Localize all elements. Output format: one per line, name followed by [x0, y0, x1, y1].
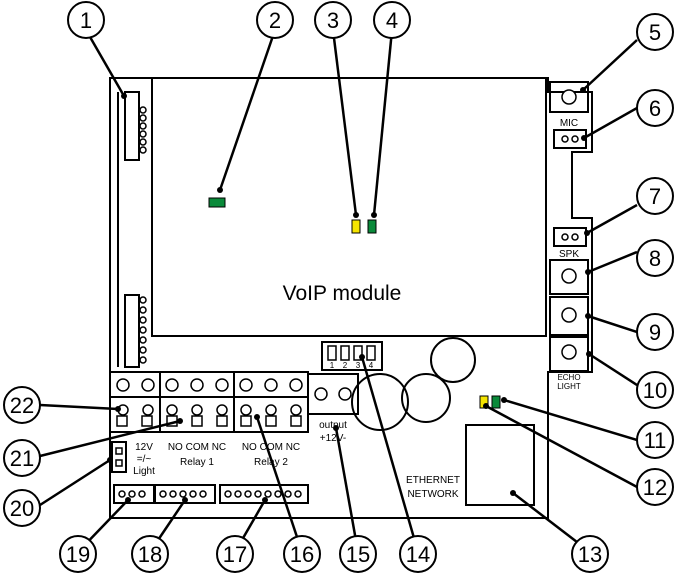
callout-11: 11	[644, 428, 667, 453]
output-label-line1: output	[319, 420, 347, 431]
capacitor-1	[430, 337, 476, 383]
callout-2: 2	[269, 8, 281, 33]
dip-number-4: 4	[369, 361, 374, 370]
output-terminal	[307, 373, 359, 415]
callout-15: 15	[346, 542, 370, 567]
ethernet-label-line2: NETWORK	[407, 489, 458, 500]
callout-10: 10	[643, 378, 667, 403]
module-label: VoIP module	[283, 282, 402, 305]
callout-20: 20	[10, 496, 34, 521]
callout-22: 22	[10, 393, 34, 418]
relay1-terminals: NO COM NC	[168, 442, 226, 453]
callout-14: 14	[406, 542, 430, 567]
output-label-line2: +12V-	[320, 433, 346, 444]
callout-1: 1	[80, 8, 92, 33]
led-3-yellow	[351, 219, 361, 234]
board-outline	[109, 77, 593, 519]
callout-18: 18	[138, 542, 162, 567]
spk-connector	[553, 227, 587, 247]
callout-21: 21	[10, 446, 34, 471]
relay-terminal-block	[109, 371, 309, 433]
relay2-terminals: NO COM NC	[242, 442, 300, 453]
light-label-line1: 12V	[135, 442, 153, 453]
voip-module	[151, 77, 547, 337]
left-header-top	[124, 91, 140, 161]
mic-label: MIC	[560, 118, 578, 129]
dip-number-2: 2	[343, 361, 348, 370]
light-jumper	[111, 441, 127, 473]
relay1-name: Relay 1	[180, 457, 214, 468]
led-11-green	[491, 395, 501, 409]
capacitor-2	[401, 373, 451, 423]
ethernet-transformer	[465, 424, 535, 506]
dip-switch	[321, 341, 383, 371]
spk-label: SPK	[559, 249, 579, 260]
callout-3: 3	[327, 8, 339, 33]
capacitor-3	[351, 373, 409, 431]
callout-8: 8	[649, 246, 661, 271]
callout-7: 7	[649, 184, 661, 209]
echo-label-line1: ECHO	[557, 373, 580, 382]
echo-label-line2: LIGHT	[557, 382, 581, 391]
callout-17: 17	[223, 542, 247, 567]
left-header-bottom	[124, 294, 140, 368]
led-4-green	[367, 219, 377, 234]
led-2	[208, 197, 226, 208]
callout-9: 9	[649, 320, 661, 345]
pot-8	[549, 259, 589, 295]
callout-12: 12	[643, 475, 667, 500]
light-label-line3: Light	[133, 466, 155, 477]
light-label-line2: =/~	[137, 454, 152, 465]
ethernet-label-line1: ETHERNET	[406, 475, 460, 486]
callout-13: 13	[578, 542, 602, 567]
callout-16: 16	[290, 542, 314, 567]
dip-number-3: 3	[356, 361, 361, 370]
callout-5: 5	[649, 20, 661, 45]
relay2-name: Relay 2	[254, 457, 288, 468]
dip-number-1: 1	[330, 361, 335, 370]
callout-6: 6	[649, 96, 661, 121]
callout-4: 4	[386, 8, 398, 33]
callout-19: 19	[66, 542, 90, 567]
pot-5	[549, 81, 589, 113]
